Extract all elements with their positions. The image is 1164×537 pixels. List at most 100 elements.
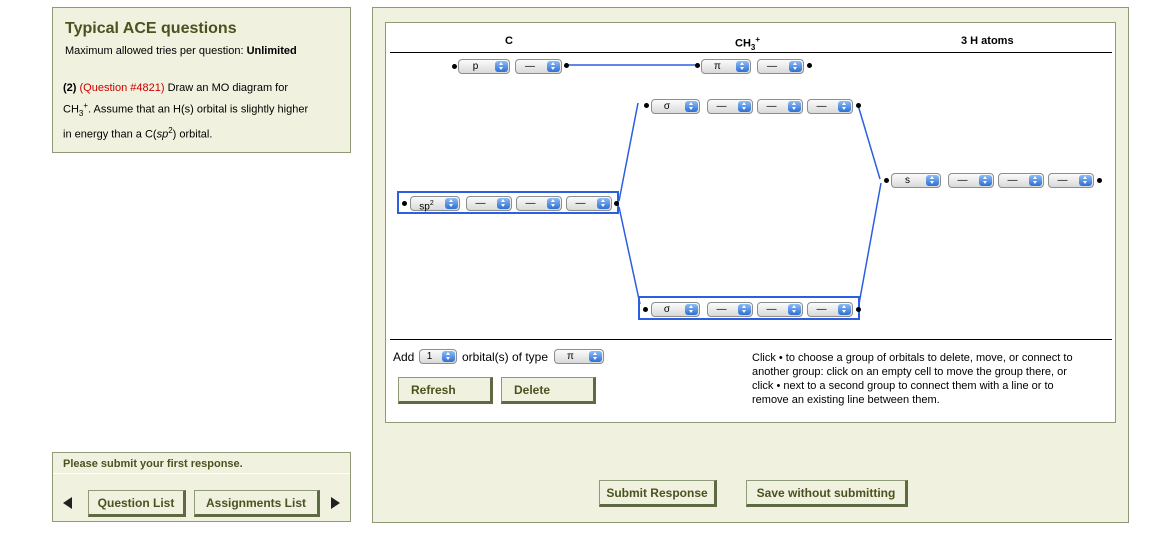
next-arrow-icon[interactable] <box>331 497 340 509</box>
help-line-2: another group: click on an empty cell to… <box>752 366 1067 378</box>
sp2-group-dot-left[interactable] <box>402 201 407 206</box>
pi-group-dot-right[interactable] <box>807 63 812 68</box>
delete-button[interactable]: Delete <box>501 377 596 404</box>
electron-select-value: — <box>816 101 827 112</box>
electron-select-value: — <box>475 198 486 209</box>
question-text-2a: CH <box>63 103 79 116</box>
mo-diagram-area <box>385 22 1116 423</box>
orbital-select-sigma-star[interactable]: σ <box>651 99 700 114</box>
help-line-3: click • next to a second group to connec… <box>752 380 1054 392</box>
electron-select[interactable]: — <box>948 173 994 188</box>
orbital-select-pi[interactable]: π <box>701 59 751 74</box>
electron-select-value: — <box>525 198 536 209</box>
question-info-panel: Typical ACE questions Maximum allowed tr… <box>52 7 351 153</box>
add-label: Add <box>393 350 415 364</box>
question-text-3-em: sp <box>156 128 169 141</box>
stepper-icon <box>685 304 698 315</box>
sigma-bond-group-dot-right[interactable] <box>856 307 861 312</box>
electron-select[interactable]: — <box>466 196 512 211</box>
column-header-ch3-sub: 3 <box>750 42 756 52</box>
stepper-icon <box>685 101 698 112</box>
electron-select[interactable]: — <box>807 302 853 317</box>
p-group-dot-right[interactable] <box>564 63 569 68</box>
sigma-star-group-dot-left[interactable] <box>644 103 649 108</box>
orbital-select-sp2[interactable]: sp2 <box>410 196 460 213</box>
s-group-dot-right[interactable] <box>1097 178 1102 183</box>
previous-arrow-icon[interactable] <box>63 497 72 509</box>
stepper-icon <box>788 101 801 112</box>
electron-select-value: — <box>767 61 777 72</box>
submit-response-button[interactable]: Submit Response <box>599 480 717 507</box>
nav-divider <box>53 473 350 474</box>
stepper-icon <box>738 304 751 315</box>
stepper-icon <box>926 175 939 186</box>
tries-value: Unlimited <box>246 45 297 57</box>
column-header-h-atoms: 3 H atoms <box>961 35 1014 47</box>
electron-select-value: — <box>1007 175 1018 186</box>
electron-select[interactable]: — <box>707 302 753 317</box>
sigma-bond-group-dot-left[interactable] <box>643 307 648 312</box>
help-text: Click • to choose a group of orbitals to… <box>752 351 1112 407</box>
stepper-icon <box>495 61 508 72</box>
electron-select[interactable]: — <box>566 196 612 211</box>
stepper-icon <box>445 198 458 209</box>
stepper-icon <box>1029 175 1042 186</box>
electron-select[interactable]: — <box>707 99 753 114</box>
orbital-select-s[interactable]: s <box>891 173 941 188</box>
p-group-dot-left[interactable] <box>452 64 457 69</box>
electron-select-value: — <box>816 304 827 315</box>
electron-select[interactable]: — <box>757 99 803 114</box>
orbital-select-pi-value: π <box>714 61 721 72</box>
electron-select[interactable]: — <box>516 196 562 211</box>
electron-select[interactable]: — <box>1048 173 1094 188</box>
question-list-button[interactable]: Question List <box>88 490 186 517</box>
electron-select[interactable]: — <box>757 302 803 317</box>
electron-select-value: — <box>766 304 777 315</box>
stepper-icon <box>838 304 851 315</box>
stepper-icon <box>442 351 455 362</box>
orbital-count-select[interactable]: 1 <box>419 349 457 364</box>
orbital-select-p[interactable]: p <box>458 59 510 74</box>
question-text-2b: . Assume that an H(s) orbital is slightl… <box>88 103 309 116</box>
electron-select[interactable]: — <box>998 173 1044 188</box>
orbital-select-sigma-star-value: σ <box>663 101 671 112</box>
orbital-type-value: π <box>567 351 574 362</box>
electron-select-value: — <box>766 101 777 112</box>
orbital-select-s-value: s <box>905 175 910 186</box>
sigma-star-group-dot-right[interactable] <box>856 103 861 108</box>
controls-rule <box>390 339 1112 340</box>
stepper-icon <box>547 198 560 209</box>
orbital-select-sigma-bond[interactable]: σ <box>651 302 700 317</box>
header-rule <box>390 52 1112 53</box>
stepper-icon <box>1079 175 1092 186</box>
orbital-select-p-value: p <box>472 61 479 72</box>
s-group-dot-left[interactable] <box>884 178 889 183</box>
refresh-button[interactable]: Refresh <box>398 377 493 404</box>
pi-group-dot-left[interactable] <box>695 63 700 68</box>
electron-select[interactable]: — <box>515 59 562 74</box>
submit-nav-panel: Please submit your first response. Quest… <box>52 452 351 522</box>
column-header-ch3-sup: + <box>755 35 761 44</box>
electron-select[interactable]: — <box>757 59 804 74</box>
assignments-list-button[interactable]: Assignments List <box>194 490 320 517</box>
question-text-3-sup: 2 <box>168 125 173 135</box>
electron-select-value: — <box>1057 175 1068 186</box>
electron-select[interactable]: — <box>807 99 853 114</box>
orbitals-of-type-label: orbital(s) of type <box>462 350 549 364</box>
column-header-c: C <box>505 35 513 47</box>
save-without-submitting-button[interactable]: Save without submitting <box>746 480 908 507</box>
sp2-group-dot-right[interactable] <box>614 201 619 206</box>
stepper-icon <box>589 351 602 362</box>
orbital-type-select[interactable]: π <box>554 349 604 364</box>
question-text-2-sup: + <box>83 101 89 110</box>
orbital-select-sp2-value: sp2 <box>411 197 442 213</box>
stepper-icon <box>547 61 560 72</box>
electron-select-value: — <box>716 304 727 315</box>
stepper-icon <box>789 61 802 72</box>
question-id: (Question #4821) <box>79 82 165 94</box>
electron-select-value: — <box>716 101 727 112</box>
electron-select-value: — <box>957 175 968 186</box>
stepper-icon <box>838 101 851 112</box>
column-header-ch3: CH3+ <box>735 35 760 52</box>
stepper-icon <box>497 198 510 209</box>
